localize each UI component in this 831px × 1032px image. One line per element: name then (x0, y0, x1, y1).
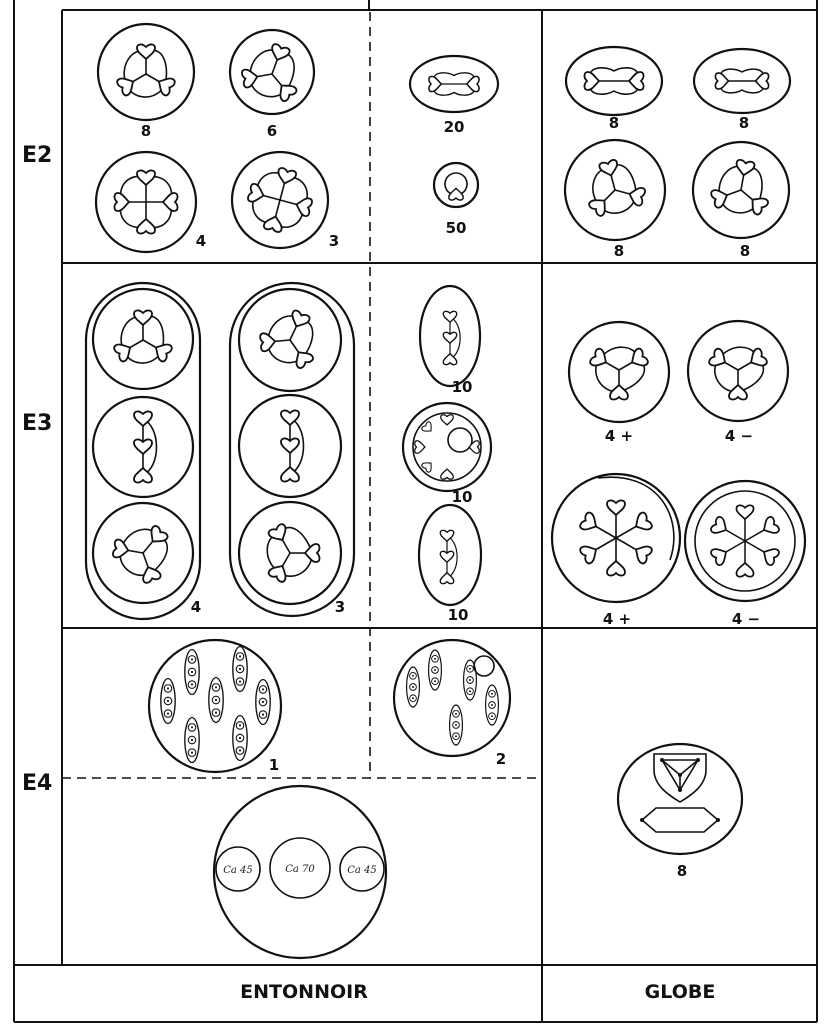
hexagon-icon (640, 807, 720, 833)
footer-globe: GLOBE (645, 981, 716, 1003)
e2-globe-cluster-2 (692, 47, 792, 115)
pod-icon (184, 648, 200, 696)
heart-loop-cluster-icon (440, 468, 454, 480)
pod-icon (428, 649, 442, 691)
heart-loop-cluster-icon (134, 411, 157, 482)
heart-loop-cluster-icon (105, 511, 185, 590)
e2-globe-cluster-3 (563, 138, 667, 242)
count-label: 8 (614, 242, 624, 260)
e4-calcium-circle (212, 784, 388, 960)
heart-loop-cluster-icon (703, 329, 779, 407)
count-label: 4 (196, 232, 206, 250)
count-label: 10 (452, 378, 473, 396)
count-label: 8 (740, 242, 750, 260)
e2-globe-cluster-4 (691, 140, 791, 240)
heart-loop-cluster-icon (710, 505, 780, 576)
e3-globe-cluster-4 (683, 479, 807, 603)
count-label: 8 (141, 122, 151, 140)
calcium-label-center: Ca 70 (285, 864, 315, 875)
heart-loop-cluster-icon (579, 500, 653, 575)
row-label-e3: E3 (22, 411, 52, 436)
e2-funnel-cluster-1 (96, 22, 196, 122)
e2-funnel-cluster-4 (230, 150, 330, 250)
heart-loop-cluster-icon (116, 44, 176, 97)
heart-loop-cluster-icon (578, 154, 650, 220)
pod-icon (232, 645, 248, 693)
heart-loop-cluster-icon (440, 414, 454, 426)
e3-funnel-cluster-ring-2 (401, 401, 493, 493)
heart-loop-cluster-icon (253, 301, 330, 374)
count-label: 3 (329, 232, 339, 250)
heart-loop-cluster-icon (236, 36, 310, 106)
count-label: 8 (677, 862, 687, 880)
count-label: 4 (191, 598, 201, 616)
heart-loop-cluster-icon (429, 73, 479, 95)
heart-loop-cluster-icon (414, 440, 426, 454)
e2-funnel-cluster-2 (228, 28, 316, 116)
heart-loop-cluster-icon (584, 329, 660, 407)
count-label: 4 + (603, 610, 631, 628)
pod-icon (160, 677, 176, 725)
table-grid (13, 0, 818, 1023)
heart-loop-cluster-icon (448, 187, 464, 201)
calcium-ring-center (269, 837, 331, 899)
heart-loop-cluster-icon (707, 156, 775, 218)
e3-globe-cluster-3 (550, 472, 682, 604)
count-label: 4 − (732, 610, 760, 628)
calcium-ring-left (215, 846, 261, 892)
count-label: 4 + (605, 427, 633, 445)
pod-icon (449, 704, 463, 746)
count-label: 50 (446, 219, 467, 237)
count-label: 6 (267, 122, 277, 140)
heart-loop-cluster-icon (584, 68, 643, 94)
heart-loop-cluster-icon (241, 161, 318, 238)
e3-funnel-column-1 (84, 281, 202, 621)
tetrahedron-icon (653, 753, 707, 803)
e4-globe-cluster (616, 742, 744, 856)
count-label: 1 (269, 756, 279, 774)
pod-icon (406, 666, 420, 708)
count-label: 20 (444, 118, 465, 136)
pod-icon (255, 678, 271, 726)
heart-loop-cluster-icon (281, 410, 304, 481)
e4-funnel-cluster-2 (392, 638, 512, 758)
e3-globe-cluster-2 (686, 319, 790, 423)
e3-funnel-column-2 (228, 281, 356, 618)
heart-loop-cluster-icon (114, 170, 177, 233)
e3-funnel-cluster-oval-3 (417, 503, 483, 607)
calcium-label-left: Ca 45 (223, 865, 253, 876)
e2-funnel-cluster-6 (432, 161, 480, 209)
e3-globe-cluster-1 (567, 320, 671, 424)
e4-funnel-cluster-1 (147, 638, 283, 774)
pod-icon (184, 716, 200, 764)
count-label: 2 (496, 750, 506, 768)
e2-globe-cluster-1 (564, 45, 664, 117)
pod-icon (232, 714, 248, 762)
e3-funnel-cluster-oval-1 (418, 284, 482, 388)
e2-funnel-cluster-5 (408, 54, 500, 114)
heart-loop-cluster-icon (443, 311, 460, 364)
count-label: 8 (739, 114, 749, 132)
heart-loop-cluster-icon (468, 440, 480, 454)
heart-loop-cluster-icon (715, 69, 768, 93)
pod-icon (485, 684, 499, 726)
heart-loop-cluster-icon (113, 310, 173, 363)
row-label-e2: E2 (22, 143, 52, 168)
count-label: 10 (452, 488, 473, 506)
pod-icon (208, 676, 224, 724)
e2-funnel-cluster-3 (94, 150, 198, 254)
row-label-e4: E4 (22, 771, 52, 796)
count-label: 3 (335, 598, 345, 616)
count-label: 4 − (725, 427, 753, 445)
heart-loop-cluster-icon (249, 512, 327, 588)
heart-loop-cluster-icon (440, 530, 457, 583)
calcium-label-right: Ca 45 (347, 865, 377, 876)
count-label: 10 (448, 606, 469, 624)
calcium-ring-right (339, 846, 385, 892)
count-label: 8 (609, 114, 619, 132)
footer-entonnoir: ENTONNOIR (240, 981, 368, 1003)
